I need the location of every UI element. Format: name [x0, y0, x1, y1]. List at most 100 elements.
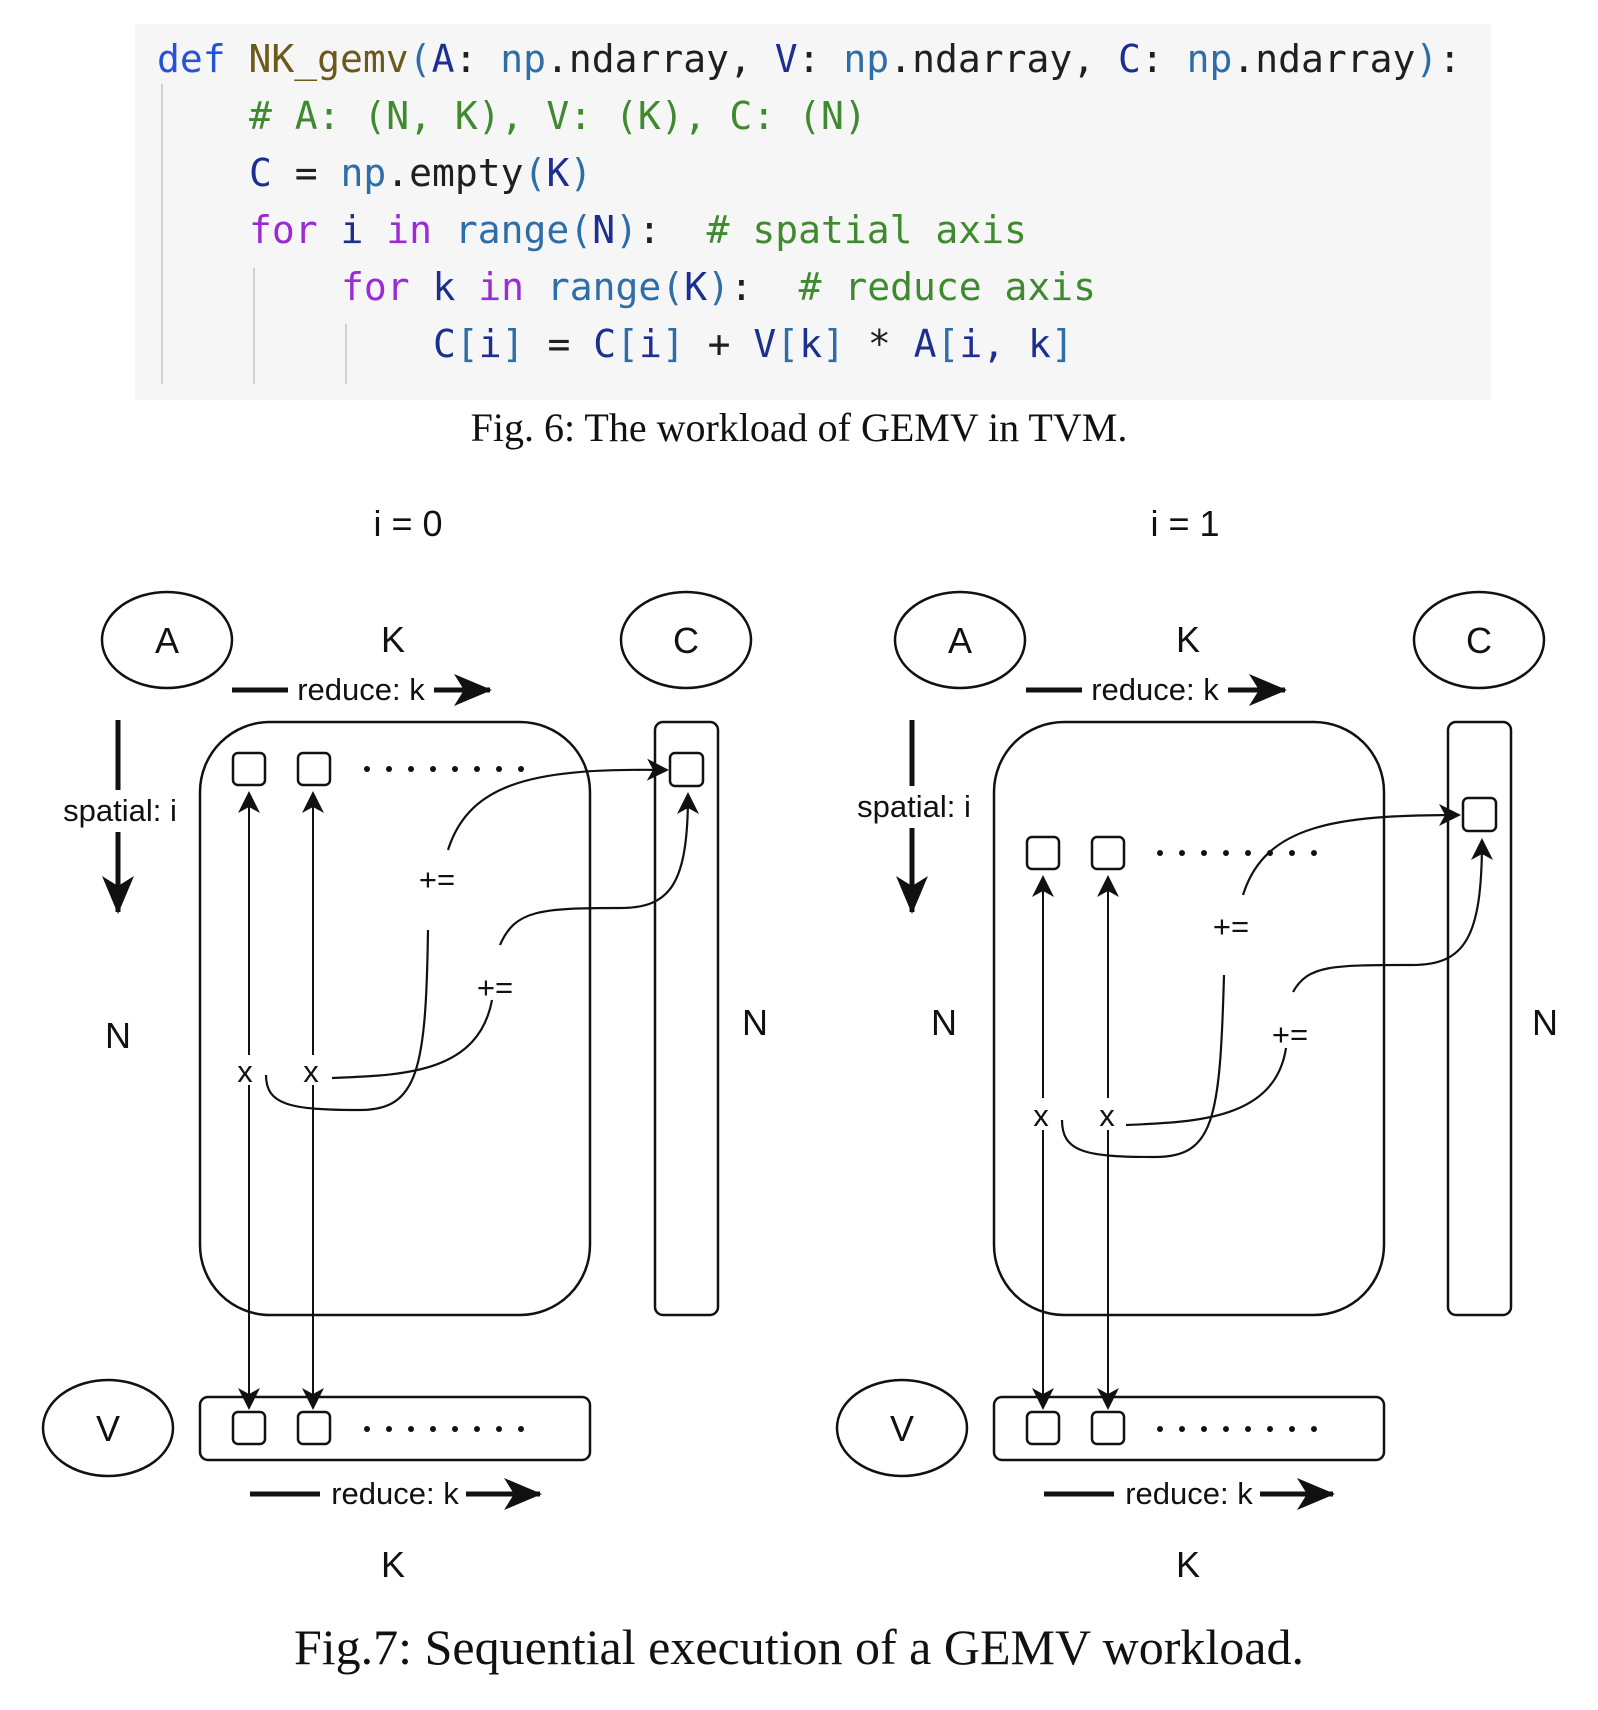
code-token: i: [478, 322, 502, 366]
panel-title: i = 0: [373, 503, 442, 544]
v-ellipsis-dots: [1157, 1426, 1317, 1432]
code-token: (: [569, 208, 593, 252]
matrix-c-label: C: [1466, 620, 1492, 661]
code-token: =: [524, 322, 594, 366]
code-token: i, k: [959, 322, 1051, 366]
code-token: K: [546, 151, 570, 195]
mult-label: x: [1033, 1098, 1049, 1133]
a-element: [1025, 835, 1061, 871]
code-token: k: [432, 265, 479, 309]
code-token: :: [797, 37, 844, 81]
code-token: V: [753, 322, 777, 366]
code-token: np: [340, 151, 387, 195]
c-element: [668, 751, 705, 788]
accumulate-label: +=: [1213, 909, 1249, 944]
fig6-caption: Fig. 6: The workload of GEMV in TVM.: [470, 405, 1128, 450]
code-token: np: [500, 37, 546, 81]
code-token: +: [684, 322, 754, 366]
accumulate-curve: [1060, 815, 1459, 1159]
vector-v-ellipse: [835, 1378, 969, 1478]
a-element: [1090, 835, 1126, 871]
mult-label: x: [303, 1054, 319, 1089]
code-token: range: [546, 265, 662, 309]
matrix-a-box: [198, 720, 592, 1317]
v-element: [1025, 1410, 1061, 1446]
n-label-right: N: [1532, 1002, 1558, 1043]
gemv-diagram: i = 0 A K C reduce: k spatial: i N N: [41, 503, 1558, 1585]
mult-label: x: [237, 1054, 253, 1089]
k-label-top: K: [1176, 619, 1200, 660]
panel-i0: i = 0 A K C reduce: k spatial: i N N: [41, 503, 768, 1585]
code-token: :: [454, 37, 501, 81]
code-token: :: [1140, 37, 1187, 81]
code-token: (: [523, 151, 547, 195]
code-token: for: [341, 265, 433, 309]
code-token: np: [1186, 37, 1233, 81]
reduce-label-bottom: reduce: k: [331, 1476, 459, 1511]
matrix-a-ellipse: [100, 590, 234, 690]
code-token: .ndarray: [1232, 37, 1416, 81]
k-label-top: K: [381, 619, 405, 660]
n-label-left: N: [931, 1002, 957, 1043]
reduce-label-top: reduce: k: [1091, 672, 1219, 707]
matrix-c-box: [653, 720, 720, 1317]
code-token: (: [408, 37, 432, 81]
code-token: # reduce axis: [798, 265, 1097, 309]
v-element: [1090, 1410, 1126, 1446]
code-token: np: [843, 37, 890, 81]
accumulate-curve: [1125, 840, 1482, 1127]
code-token: :: [637, 208, 707, 252]
code-token: ]: [661, 322, 685, 366]
code-token: C: [1117, 37, 1141, 81]
code-token: i: [340, 208, 387, 252]
c-element: [1461, 796, 1498, 833]
code-token: [: [616, 322, 639, 366]
vector-v-box: [992, 1395, 1386, 1462]
code-token: ]: [1050, 322, 1074, 366]
k-label-bottom: K: [1176, 1544, 1200, 1585]
code-token: in: [478, 265, 547, 309]
indent-guide: [253, 268, 255, 384]
code-token: ): [569, 151, 593, 195]
vector-v-label: V: [890, 1408, 914, 1449]
mult-label: x: [1099, 1098, 1115, 1133]
accumulate-label: +=: [1272, 1017, 1308, 1052]
code-token: :: [729, 265, 799, 309]
code-token: k: [799, 322, 823, 366]
code-token: NK_gemv: [248, 37, 409, 81]
code-token: [: [455, 322, 479, 366]
spatial-label: spatial: i: [857, 789, 971, 824]
matrix-a-label: A: [155, 620, 179, 661]
code-token: =: [271, 151, 341, 195]
code-token: def: [157, 37, 249, 81]
accumulate-curve: [331, 794, 688, 1080]
n-label-right: N: [742, 1002, 768, 1043]
matrix-a-ellipse: [893, 590, 1027, 690]
matrix-a-box: [992, 720, 1386, 1317]
code-token: *: [844, 322, 914, 366]
code-token: C: [249, 151, 272, 195]
fig7-caption: Fig.7: Sequential execution of a GEMV wo…: [293, 1619, 1304, 1675]
indent-guide: [161, 84, 163, 384]
code-token: [: [936, 322, 960, 366]
code-token: ]: [822, 322, 845, 366]
a-element: [231, 751, 267, 787]
code-line: # A: (N, K), V: (K), C: (N): [249, 91, 867, 141]
k-label-bottom: K: [381, 1544, 405, 1585]
code-token: ): [1415, 37, 1439, 81]
code-line: C[i] = C[i] + V[k] * A[i, k]: [433, 319, 1074, 369]
code-token: A: [431, 37, 455, 81]
code-line: for k in range(K): # reduce axis: [341, 262, 1096, 312]
reduce-label-top: reduce: k: [297, 672, 425, 707]
code-line: C = np.empty(K): [249, 148, 592, 198]
code-token: range: [454, 208, 570, 252]
v-element: [231, 1410, 267, 1446]
code-line: def NK_gemv(A: np.ndarray, V: np.ndarray…: [157, 34, 1461, 84]
a-element: [296, 751, 332, 787]
code-token: ): [707, 265, 730, 309]
a-ellipsis-dots: [364, 766, 524, 772]
code-token: ): [615, 208, 638, 252]
n-label-left: N: [105, 1015, 131, 1056]
code-token: V: [774, 37, 798, 81]
a-ellipsis-dots: [1157, 850, 1317, 856]
